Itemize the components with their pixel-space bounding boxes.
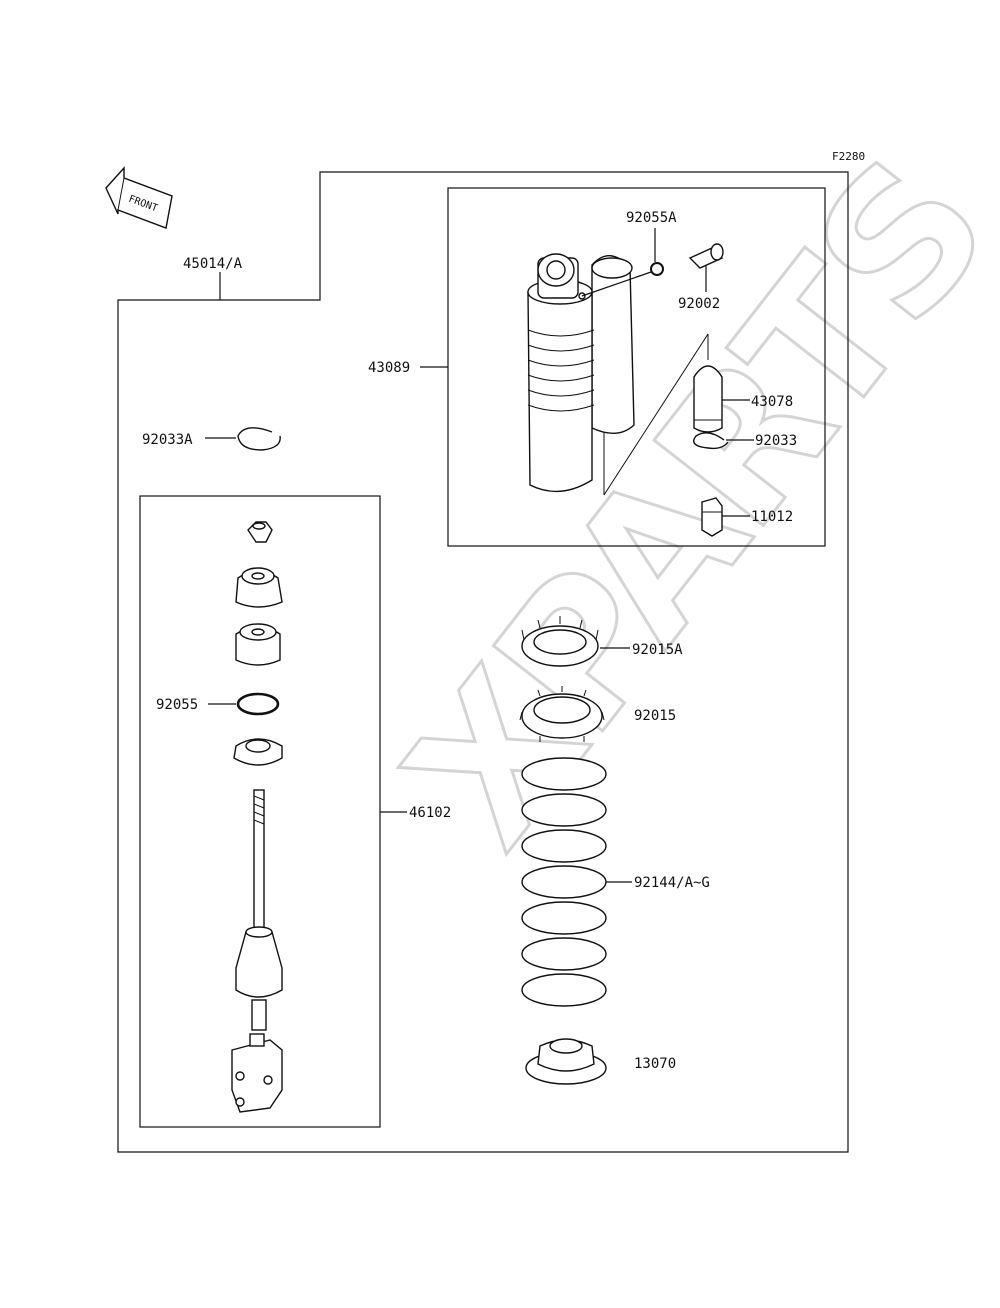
diagram-code: F2280 (832, 150, 865, 163)
front-arrow-icon: FRONT (105, 166, 173, 229)
part-label-43078[interactable]: 43078 (751, 394, 793, 410)
circlip-large-icon (237, 427, 281, 451)
part-label-92015A[interactable]: 92015A (632, 642, 683, 658)
watermark: XPARTS (364, 120, 1000, 886)
rod-assembly-drawing (231, 521, 283, 1113)
shock-body-drawing (527, 253, 709, 496)
part-label-92033A[interactable]: 92033A (142, 432, 193, 448)
watermark-text: XPARTS (365, 122, 1000, 885)
part-label-46102[interactable]: 46102 (409, 805, 451, 821)
part-label-92055[interactable]: 92055 (156, 697, 198, 713)
part-label-92033[interactable]: 92033 (755, 433, 797, 449)
part-label-11012[interactable]: 11012 (751, 509, 793, 525)
spring-seat-icon (525, 1038, 607, 1085)
valve-cap-icon (693, 365, 723, 433)
part-label-13070[interactable]: 13070 (634, 1056, 676, 1072)
valve-core-icon (688, 243, 724, 269)
locknut-icon (521, 616, 599, 667)
valve-icon (701, 497, 723, 537)
part-label-92055A[interactable]: 92055A (626, 210, 677, 226)
part-label-92144[interactable]: 92144/A~G (634, 875, 710, 891)
assembly-border (117, 171, 849, 1153)
part-label-92002[interactable]: 92002 (678, 296, 720, 312)
part-label-45014[interactable]: 45014/A (183, 256, 243, 272)
oring-small-icon (650, 262, 664, 276)
spring-icon (521, 757, 607, 1007)
circlip-small-icon (693, 432, 729, 450)
part-label-92015[interactable]: 92015 (634, 708, 676, 724)
part-label-43089[interactable]: 43089 (368, 360, 410, 376)
adjuster-nut-icon (519, 686, 605, 742)
